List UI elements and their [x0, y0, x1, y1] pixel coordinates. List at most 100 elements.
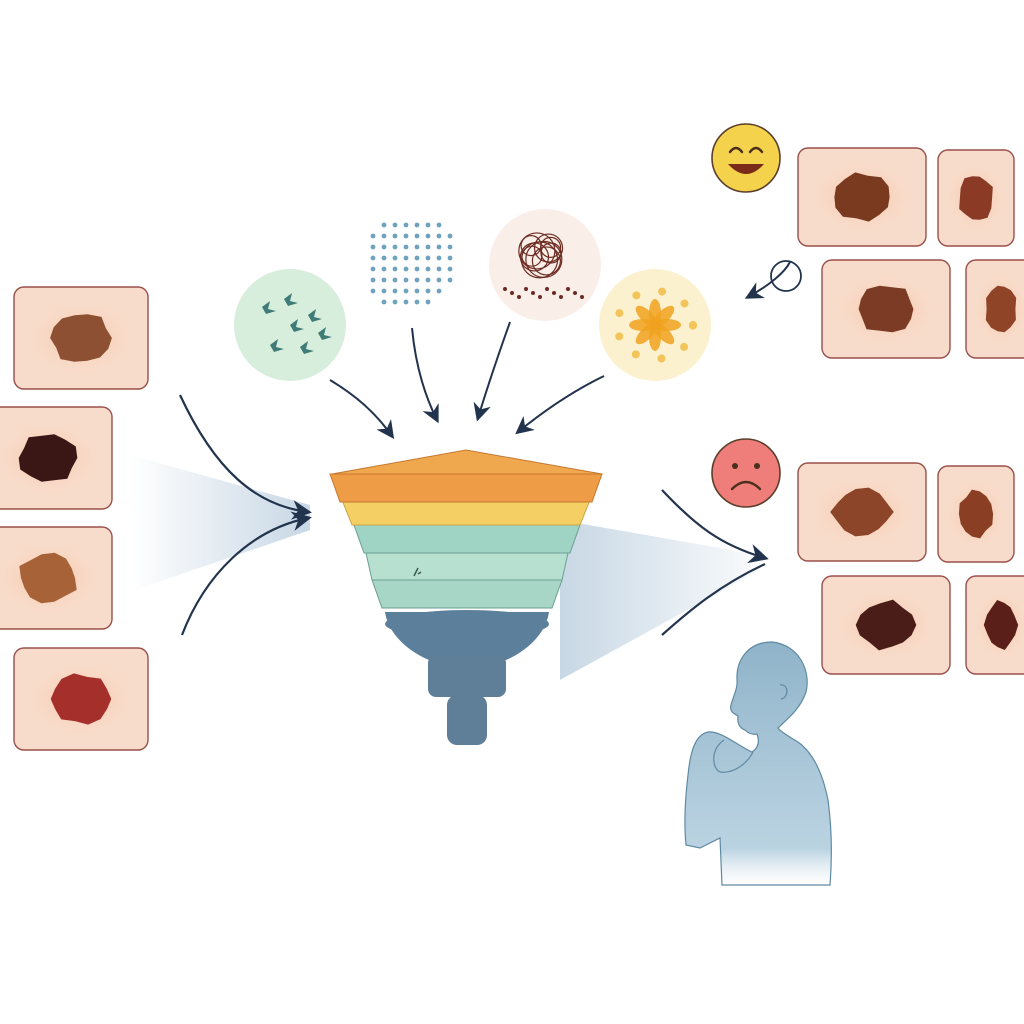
pattern-dot [403, 222, 409, 228]
face-mouth [728, 164, 764, 174]
pattern-dot [403, 299, 409, 305]
funnel-layer-2 [341, 499, 591, 526]
pattern-dot [381, 244, 387, 250]
feature-circle-bg [349, 206, 461, 318]
pattern-dot [436, 222, 442, 228]
pattern-dot [545, 287, 549, 291]
pattern-mark [300, 341, 314, 354]
mole-lesion [18, 434, 78, 482]
network-ring [533, 233, 564, 263]
pattern-dot [517, 295, 521, 299]
outcome-lesion-card-4 [965, 259, 1024, 359]
network-ring [531, 246, 562, 276]
mole-lesion [985, 285, 1017, 333]
output-light-beam [560, 520, 760, 680]
face-mouth [730, 480, 762, 491]
pattern-dot [425, 222, 431, 228]
pattern-mark [262, 301, 276, 314]
pattern-dot [414, 222, 420, 228]
outcome-lesion-card-3 [821, 259, 951, 359]
face-eye [754, 463, 760, 469]
pattern-dot [425, 277, 431, 283]
feature-circle-bg [489, 209, 601, 321]
funnel-collar [428, 655, 506, 697]
pattern-mark [308, 309, 322, 322]
feature-arrow-2 [411, 327, 439, 424]
pattern-dot [392, 244, 398, 250]
pattern-mark [290, 319, 304, 332]
pattern-dot [503, 287, 507, 291]
outcome-lesion-card-1 [797, 462, 927, 562]
pattern-dot [392, 222, 398, 228]
happy-result-arrow-loop [770, 260, 802, 292]
mole-lesion [959, 176, 993, 220]
network-ring [540, 236, 562, 259]
input-arrow-lower [180, 511, 312, 636]
pattern-dot [392, 299, 398, 305]
pattern-dot [436, 288, 442, 294]
mole-lesion [983, 600, 1019, 650]
mole-lesion [50, 314, 112, 362]
blotch-dot [615, 332, 624, 341]
pattern-dot [381, 255, 387, 261]
outcome-sad [711, 438, 1024, 675]
outcome-lesion-card-2 [937, 149, 1015, 247]
blotch-dot [632, 291, 641, 300]
pattern-dot [370, 244, 376, 250]
pattern-mark [318, 327, 332, 340]
face-circle [711, 123, 781, 193]
pattern-dot [381, 277, 387, 283]
feature-pattern-circles [234, 206, 711, 381]
person-ear [779, 684, 788, 700]
blotch-dot [615, 309, 624, 318]
pattern-dot [414, 277, 420, 283]
blotch-dot [631, 350, 640, 359]
funnel-spout [447, 695, 487, 745]
pattern-dot [436, 255, 442, 261]
person-silhouette [684, 641, 832, 886]
pattern-dot [381, 222, 387, 228]
pattern-dot [403, 233, 409, 239]
face-eye [732, 463, 738, 469]
pattern-dot [370, 233, 376, 239]
blotch-dot [680, 342, 689, 351]
pattern-dot [538, 295, 542, 299]
input-lesion-card-1 [13, 286, 149, 390]
pattern-dot [370, 266, 376, 272]
outcome-lesion-card-4 [965, 575, 1024, 675]
funnel-layer-3 [353, 524, 581, 554]
pattern-dot [436, 233, 442, 239]
pattern-dot [403, 277, 409, 283]
pattern-dot [403, 288, 409, 294]
pattern-dot [436, 266, 442, 272]
pattern-dot [552, 291, 556, 295]
mole-lesion [834, 172, 890, 222]
feature-arrow-1 [329, 379, 395, 439]
pattern-dot [531, 291, 535, 295]
pattern-dot [436, 244, 442, 250]
funnel-layer-1-front [329, 473, 603, 503]
pattern-dot [370, 277, 376, 283]
orange-blotch-pattern-icon [599, 269, 711, 381]
pattern-dot [370, 288, 376, 294]
green-scattered-patterns-icon [234, 269, 346, 381]
mole-lesion [958, 489, 994, 539]
pattern-dot [414, 266, 420, 272]
funnel-bowl [385, 612, 549, 662]
outcome-lesion-card-2 [937, 465, 1015, 563]
funnel-layer-1-top [331, 449, 603, 475]
mole-lesion [858, 285, 914, 333]
input-lesion-card-3 [0, 526, 113, 630]
blotch-dot [680, 299, 689, 308]
input-lesion-cards [0, 286, 149, 751]
outcome-happy [711, 123, 1024, 359]
pattern-dot [403, 266, 409, 272]
pattern-dot [414, 233, 420, 239]
pattern-dot [425, 255, 431, 261]
mole-lesion [855, 599, 917, 651]
pattern-dot [425, 266, 431, 272]
pattern-dot [414, 288, 420, 294]
pattern-dot [392, 277, 398, 283]
output-arrow-lower [661, 563, 766, 636]
